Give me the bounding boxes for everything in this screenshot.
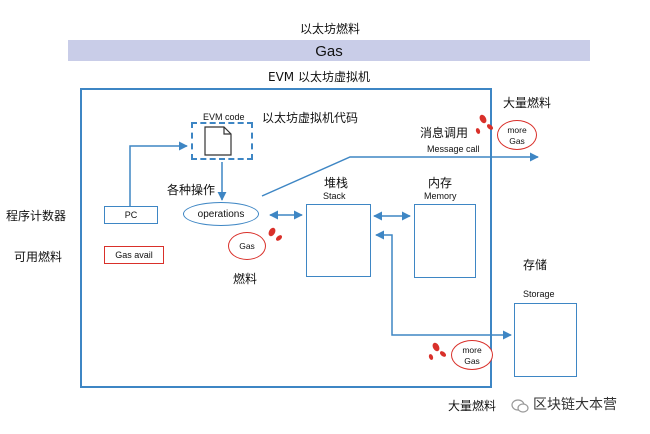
storage-box xyxy=(514,303,577,377)
memory-box xyxy=(414,204,476,278)
stack-box xyxy=(306,204,371,277)
operations-cn-label: 各种操作 xyxy=(167,183,216,197)
message-call-bubble-line1: more xyxy=(507,125,527,135)
memory-cn-label: 内存 xyxy=(428,176,453,190)
message-call-top-label: 大量燃料 xyxy=(503,96,552,110)
watermark-text: 区块链大本营 xyxy=(533,397,617,413)
storage-cn-label: 存储 xyxy=(523,258,548,272)
message-call-bubble-line2: Gas xyxy=(509,136,525,146)
message-call-cn-label: 消息调用 xyxy=(420,126,469,140)
operations-ellipse: operations xyxy=(183,202,259,226)
gas-splash-marks xyxy=(268,114,494,360)
evm-code-label: EVM code xyxy=(203,112,245,122)
gas-bar: Gas xyxy=(68,40,590,61)
gas-bubble: Gas xyxy=(228,232,266,260)
stack-cn-label: 堆栈 xyxy=(324,176,349,190)
wechat-icon xyxy=(511,398,529,414)
evm-code-cn-label: 以太坊虚拟机代码 xyxy=(262,111,359,125)
message-call-gas-bubble: more Gas xyxy=(497,120,537,150)
pc-box: PC xyxy=(104,206,158,224)
memory-en-label: Memory xyxy=(424,191,457,201)
stack-en-label: Stack xyxy=(323,191,346,201)
gas-avail-cn-label: 可用燃料 xyxy=(14,250,63,264)
message-call-en-label: Message call xyxy=(427,144,480,154)
storage-gas-bubble: more Gas xyxy=(451,340,493,370)
evm-code-box xyxy=(191,122,253,160)
gas-avail-box-label: Gas avail xyxy=(115,250,153,260)
gas-avail-box: Gas avail xyxy=(104,246,164,264)
evm-title: EVM 以太坊虚拟机 xyxy=(268,70,370,84)
top-title: 以太坊燃料 xyxy=(300,22,361,36)
operations-label: operations xyxy=(197,209,245,220)
gas-bar-label: Gas xyxy=(315,43,343,60)
storage-bubble-line1: more xyxy=(462,345,482,355)
storage-en-label: Storage xyxy=(523,289,555,299)
gas-bubble-label: Gas xyxy=(239,241,255,251)
pc-box-label: PC xyxy=(124,210,138,220)
storage-bottom-cn-label: 大量燃料 xyxy=(448,399,497,413)
pc-cn-label: 程序计数器 xyxy=(6,209,67,223)
storage-bubble-line2: Gas xyxy=(464,356,480,366)
gas-bubble-cn-label: 燃料 xyxy=(233,272,258,286)
